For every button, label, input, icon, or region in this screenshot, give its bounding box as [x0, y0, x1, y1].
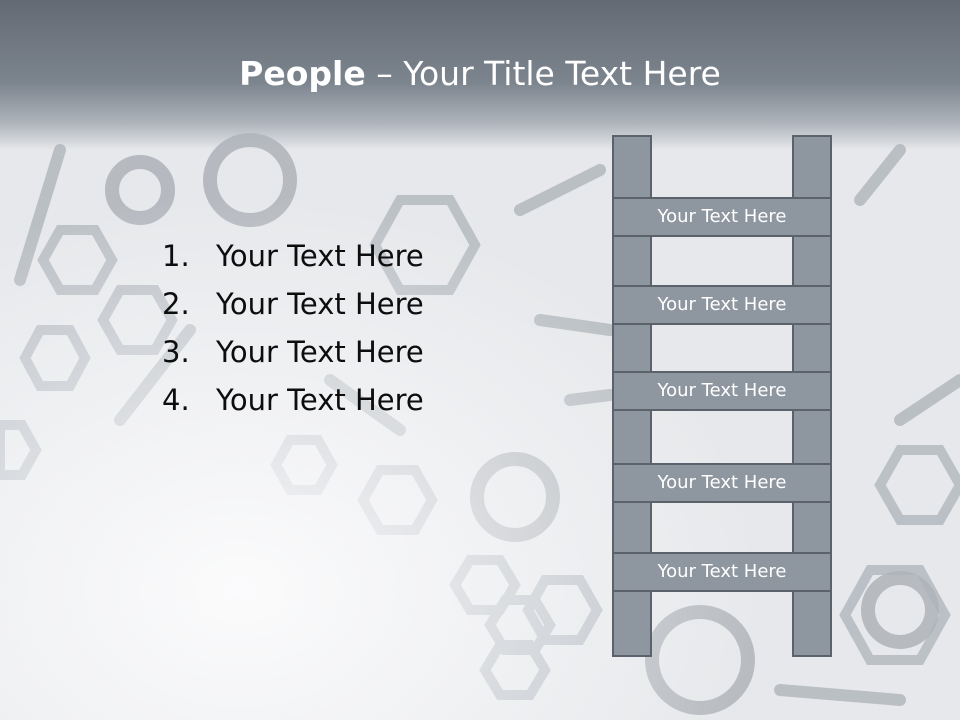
list-item: 4. Your Text Here: [162, 376, 424, 424]
ladder-rung-4: Your Text Here: [612, 463, 832, 503]
title-rest-part: – Your Title Text Here: [365, 54, 721, 93]
list-text: Your Text Here: [216, 383, 424, 417]
list-number: 2.: [162, 287, 190, 321]
list-number: 4.: [162, 383, 190, 417]
list-item: 3. Your Text Here: [162, 328, 424, 376]
title-bar: [0, 0, 960, 150]
list-text: Your Text Here: [216, 335, 424, 369]
list-text: Your Text Here: [216, 287, 424, 321]
list-number: 1.: [162, 239, 190, 273]
slide-title: People – Your Title Text Here: [0, 50, 960, 98]
list-item: 1. Your Text Here: [162, 232, 424, 280]
ladder-rung-3: Your Text Here: [612, 371, 832, 411]
list-text: Your Text Here: [216, 239, 424, 273]
numbered-list: 1. Your Text Here 2. Your Text Here 3. Your…: [162, 232, 424, 424]
ladder-rung-5: Your Text Here: [612, 552, 832, 592]
ladder-rung-1: Your Text Here: [612, 197, 832, 237]
ladder-rung-2: Your Text Here: [612, 285, 832, 325]
list-number: 3.: [162, 335, 190, 369]
list-item: 2. Your Text Here: [162, 280, 424, 328]
title-bold-part: People: [239, 54, 366, 93]
